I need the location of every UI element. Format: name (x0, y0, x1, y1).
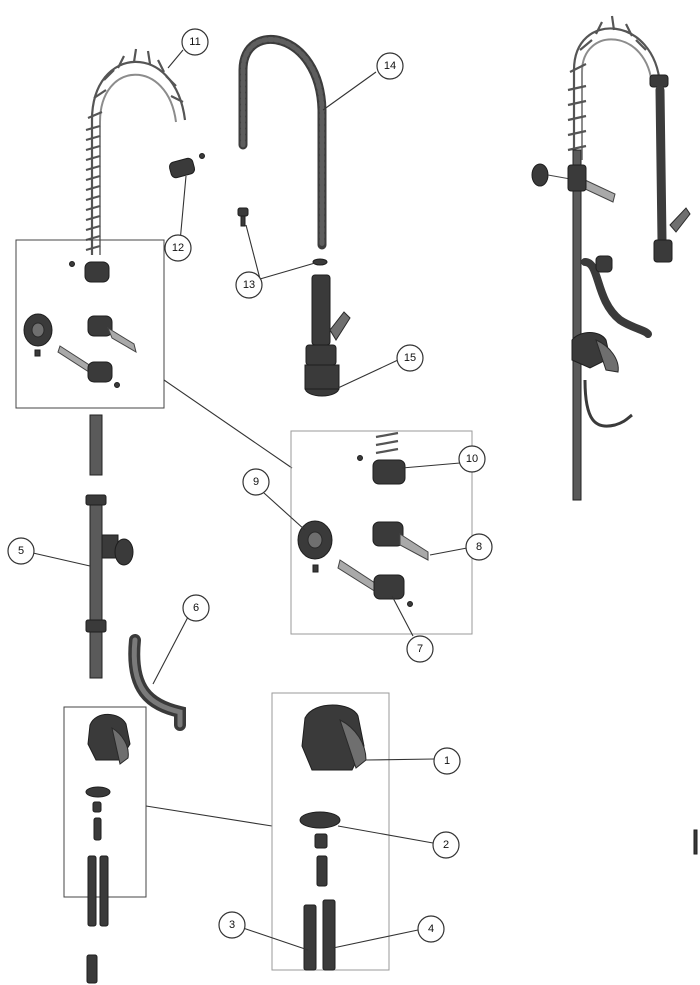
callout-14: 14 (376, 52, 404, 80)
callout-leaders (32, 49, 468, 951)
callout-2: 2 (432, 831, 460, 859)
callout-label: 5 (18, 545, 24, 557)
connector-part-12 (168, 153, 205, 179)
callout-label: 13 (243, 279, 255, 291)
riser-pipe (85, 414, 134, 679)
elbow-spout-part-6 (128, 634, 186, 731)
callout-circle (458, 445, 486, 473)
handle-part-13 (237, 207, 328, 266)
callout-circle (218, 911, 246, 939)
callout-label: 15 (404, 352, 416, 364)
callout-circle (465, 533, 493, 561)
callout-circle (417, 915, 445, 943)
detail-box-right (290, 430, 473, 635)
callout-label: 10 (466, 453, 478, 465)
callout-7: 7 (406, 635, 434, 663)
callout-circle (432, 831, 460, 859)
callout-label: 6 (193, 602, 199, 614)
callout-label: 1 (444, 755, 450, 767)
callout-label: 2 (443, 839, 449, 851)
callout-label: 8 (476, 541, 482, 553)
spray-head-part-15 (304, 274, 351, 397)
spring-windings (85, 48, 184, 252)
callout-4: 4 (417, 915, 445, 943)
box-link-line-upper (163, 379, 293, 469)
callout-3: 3 (218, 911, 246, 939)
callout-circle (235, 271, 263, 299)
callout-label: 11 (189, 36, 200, 48)
callout-label: 3 (229, 919, 235, 931)
callout-label: 7 (417, 643, 423, 655)
callout-6: 6 (182, 594, 210, 622)
callout-label: 4 (428, 923, 434, 935)
detail-lower-right-parts (299, 704, 367, 971)
callout-circle (396, 344, 424, 372)
detail-upper-left-parts (23, 261, 137, 388)
callout-8: 8 (465, 533, 493, 561)
callout-12: 12 (164, 234, 192, 262)
callout-1: 1 (433, 747, 461, 775)
callout-5: 5 (7, 537, 35, 565)
callout-9: 9 (242, 468, 270, 496)
callout-circle (433, 747, 461, 775)
callout-label: 14 (384, 60, 396, 72)
edge-fragment (693, 829, 698, 855)
callout-circle (242, 468, 270, 496)
detail-lower-left-parts (85, 713, 131, 984)
callout-circle (7, 537, 35, 565)
callout-label: 12 (172, 242, 184, 254)
callout-circle (406, 635, 434, 663)
detail-box-upper-left (15, 239, 165, 409)
callout-circle (182, 594, 210, 622)
callout-15: 15 (396, 344, 424, 372)
flexible-hose-part-14 (238, 34, 327, 250)
callout-circle (181, 28, 209, 56)
callout-circle (376, 52, 404, 80)
callout-11: 11 (181, 28, 209, 56)
callout-label: 9 (253, 476, 259, 488)
callout-circle (164, 234, 192, 262)
callout-13: 13 (235, 271, 263, 299)
box-link-line-lower (145, 805, 273, 827)
callout-10: 10 (458, 445, 486, 473)
spring-coil-assembly (85, 48, 187, 255)
detail-right-parts (297, 431, 429, 607)
assembled-faucet-view (531, 15, 691, 501)
